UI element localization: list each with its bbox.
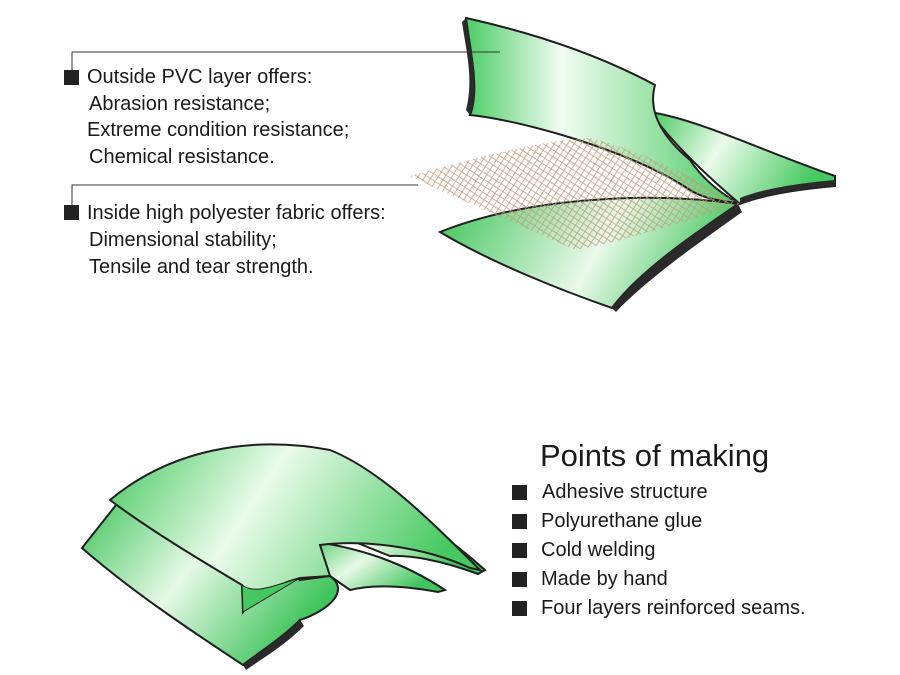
point-item: Made by hand bbox=[541, 568, 668, 590]
point-bullet-icon bbox=[512, 601, 527, 616]
pvc-leader-line bbox=[71, 51, 500, 72]
seam-layers-illustration bbox=[80, 443, 487, 670]
fabric-bullet-icon bbox=[64, 205, 79, 220]
pvc-item: Extreme condition resistance; bbox=[87, 119, 350, 141]
point-item: Adhesive structure bbox=[542, 481, 708, 503]
pvc-item: Chemical resistance. bbox=[89, 146, 275, 168]
point-item: Four layers reinforced seams. bbox=[541, 597, 806, 619]
fabric-heading: Inside high polyester fabric offers: bbox=[87, 202, 386, 224]
point-item: Cold welding bbox=[541, 539, 656, 561]
point-bullet-icon bbox=[512, 485, 527, 500]
fabric-item: Tensile and tear strength. bbox=[89, 256, 314, 278]
pvc-heading: Outside PVC layer offers: bbox=[87, 66, 313, 88]
point-bullet-icon bbox=[512, 514, 527, 529]
point-bullet-icon bbox=[512, 572, 527, 587]
pvc-bullet-icon bbox=[64, 70, 79, 85]
top-layer-illustration bbox=[410, 16, 836, 312]
point-item: Polyurethane glue bbox=[541, 510, 703, 532]
pvc-item: Abrasion resistance; bbox=[89, 93, 271, 115]
fabric-leader-line bbox=[71, 184, 418, 208]
points-title: Points of making bbox=[540, 438, 770, 473]
fabric-item: Dimensional stability; bbox=[89, 229, 277, 251]
point-bullet-icon bbox=[512, 543, 527, 558]
